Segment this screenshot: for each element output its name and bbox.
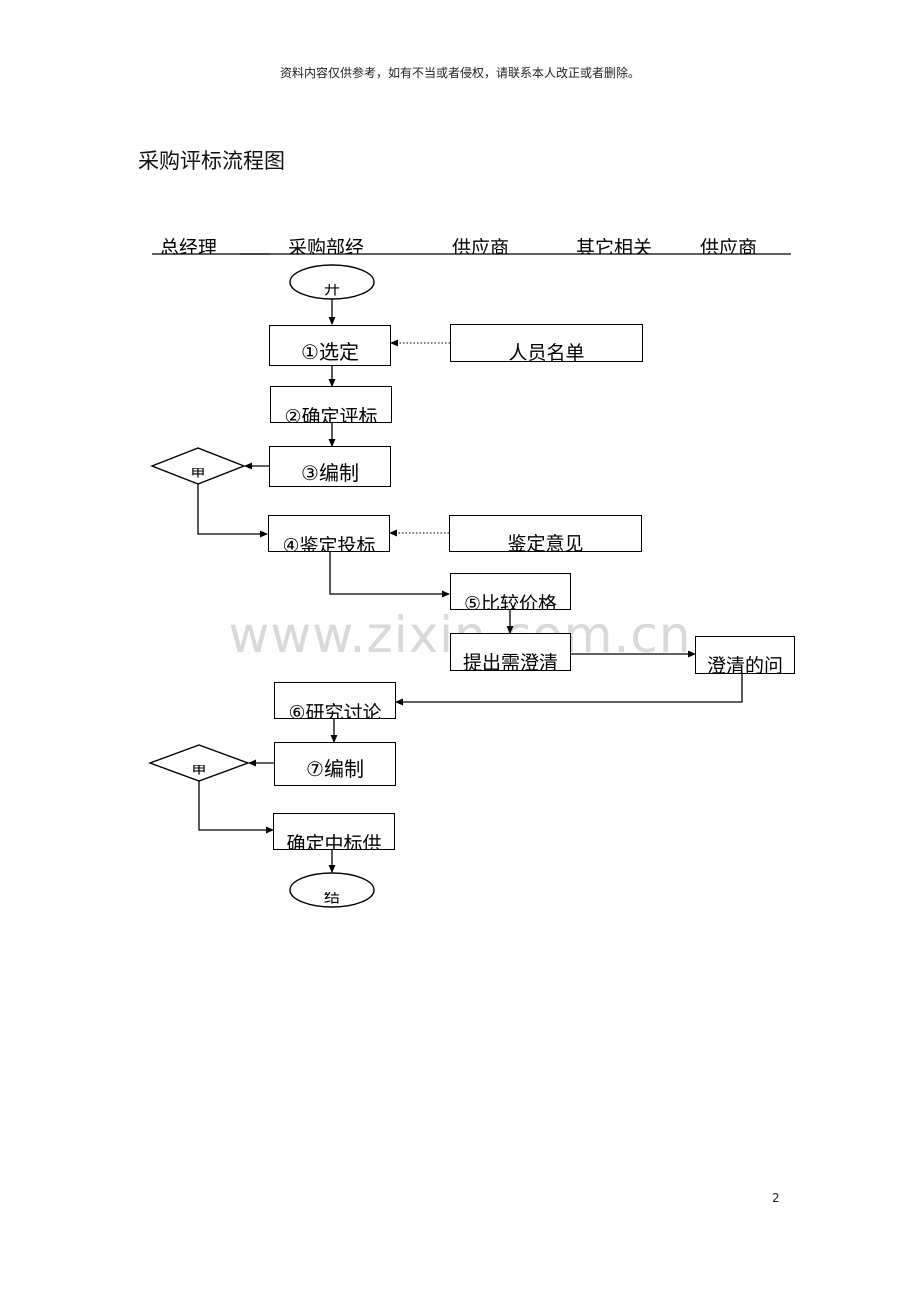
select-box: ①选定 xyxy=(269,325,391,366)
start-label: 开 xyxy=(323,284,340,296)
compile-2-box: ⑦编制 xyxy=(274,742,396,786)
end-oval xyxy=(289,872,375,908)
decision-diamond-1 xyxy=(150,447,246,485)
lane-supplier-2: 供应商 xyxy=(700,237,758,254)
decision-2-label: 审 xyxy=(190,765,207,775)
page-number: 2 xyxy=(772,1191,780,1205)
discuss-box: ⑥研究讨论 xyxy=(274,682,396,719)
lane-purchasing-manager: 采购部经 xyxy=(288,237,365,254)
clarify-answer-box: 澄清的问 xyxy=(695,636,795,674)
arrow-answer-discuss xyxy=(395,673,743,706)
end-label: 结 xyxy=(323,892,340,904)
page-title: 采购评标流程图 xyxy=(138,149,285,173)
decision-diamond-2 xyxy=(147,744,251,782)
lane-general-manager: 总经理 xyxy=(160,237,218,254)
decision-1-label: 审 xyxy=(189,468,206,478)
header-disclaimer: 资料内容仅供参考，如有不当或者侵权，请联系本人改正或者删除。 xyxy=(279,66,640,80)
arrow-decision2-winner xyxy=(198,781,274,834)
compile-1-box: ③编制 xyxy=(269,446,391,487)
review-bids-box: ④鉴定投标 xyxy=(268,515,390,552)
lane-other-related: 其它相关 xyxy=(576,237,653,254)
confirm-winner-box: 确定中标供 xyxy=(273,813,395,850)
compare-price-box: ⑤比较价格 xyxy=(450,573,571,610)
personnel-list-box: 人员名单 xyxy=(450,324,643,362)
review-opinion-box: 鉴定意见 xyxy=(449,515,642,552)
confirm-criteria-box: ②确定评标 xyxy=(270,386,392,423)
lane-supplier-1: 供应商 xyxy=(452,237,510,254)
clarify-request-box: 提出需澄清 xyxy=(450,633,571,671)
arrow-decision-review xyxy=(197,484,268,538)
arrow-review-compare xyxy=(329,551,450,598)
